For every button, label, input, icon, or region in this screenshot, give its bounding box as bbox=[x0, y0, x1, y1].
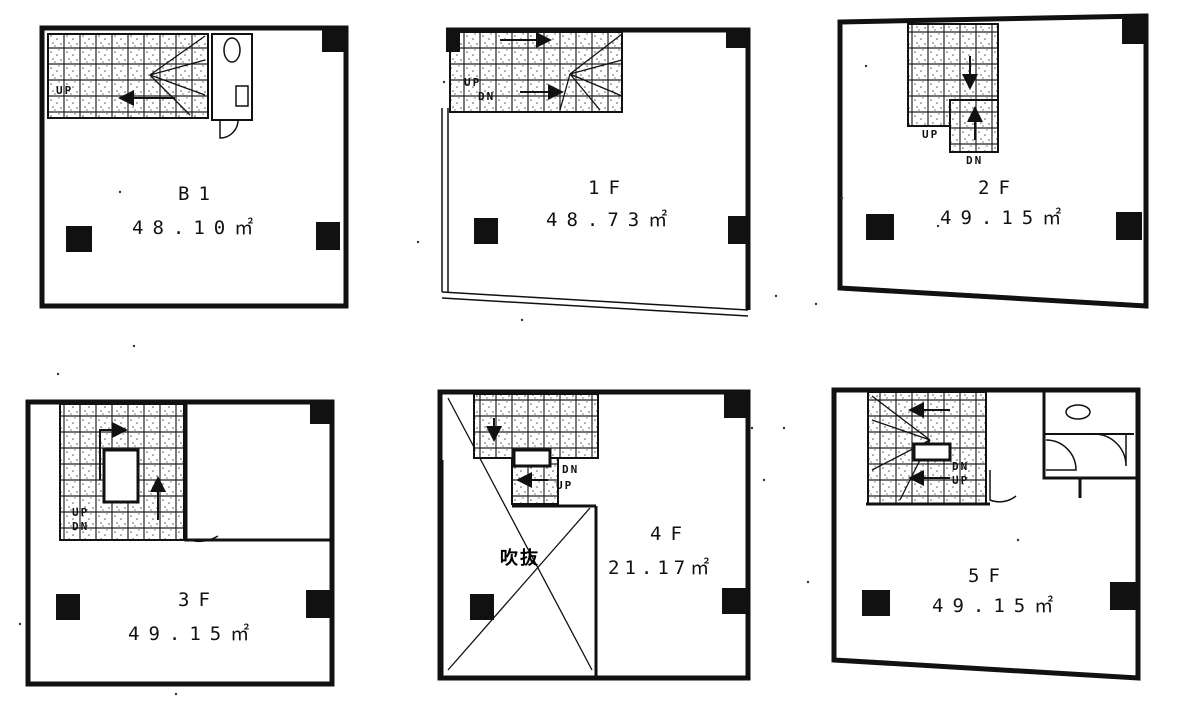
3f-interior-wall bbox=[184, 404, 330, 542]
2f-corner-block bbox=[1122, 18, 1144, 44]
b1-corner-block bbox=[322, 30, 344, 52]
b1-door-swing bbox=[219, 119, 239, 139]
4f-up-label: UP bbox=[556, 479, 573, 492]
1f-floor-name: 1F bbox=[588, 177, 629, 199]
floor-2f-plan: UP DN 2F 49.15㎡ bbox=[837, 13, 1149, 309]
b1-area: 48.10㎡ bbox=[132, 216, 262, 239]
4f-column-right bbox=[722, 588, 746, 614]
2f-floor-name: 2F bbox=[978, 177, 1019, 199]
b1-up-label: UP bbox=[56, 84, 73, 97]
1f-glazed-wall-left bbox=[441, 108, 449, 292]
4f-staircase bbox=[473, 393, 599, 459]
1f-glazed-wall-bottom bbox=[441, 291, 749, 317]
b1-toilet-icon bbox=[223, 37, 241, 63]
floor-5f-plan: DN UP 5F 49.15㎡ bbox=[831, 387, 1141, 681]
3f-stair-core bbox=[102, 448, 140, 504]
floor-1f-plan: UP DN 1F 48.73㎡ bbox=[441, 27, 751, 317]
5f-area: 49.15㎡ bbox=[932, 594, 1062, 617]
3f-corner-block bbox=[310, 404, 330, 424]
2f-column-left bbox=[866, 214, 894, 240]
5f-column-left bbox=[862, 590, 890, 616]
floor-3f-plan: UP DN 3F 49.15㎡ bbox=[25, 399, 335, 687]
1f-up-label: UP bbox=[464, 76, 481, 89]
4f-column-left bbox=[470, 594, 494, 620]
b1-column-right bbox=[316, 222, 340, 250]
4f-void-cross bbox=[447, 397, 593, 671]
4f-area: 21.17㎡ bbox=[608, 556, 714, 579]
2f-column-right bbox=[1116, 212, 1142, 240]
b1-stair-winder bbox=[149, 35, 206, 116]
5f-toilet-icon bbox=[1065, 404, 1091, 420]
3f-dn-label: DN bbox=[72, 520, 89, 533]
b1-floor-name: B1 bbox=[178, 183, 219, 205]
5f-door-swing-upper bbox=[1093, 433, 1127, 467]
3f-area: 49.15㎡ bbox=[128, 622, 258, 645]
scan-noise bbox=[18, 64, 1020, 696]
1f-column-left bbox=[474, 218, 498, 244]
4f-dn-label: DN bbox=[562, 463, 579, 476]
b1-sink-icon bbox=[235, 85, 249, 107]
3f-column-left bbox=[56, 594, 80, 620]
1f-corner-block-tl bbox=[446, 30, 460, 52]
floor-4f-plan: DN UP 吹抜 4F 21.17㎡ bbox=[437, 389, 751, 681]
1f-dn-label: DN bbox=[478, 90, 495, 103]
3f-floor-name: 3F bbox=[178, 589, 219, 611]
1f-stair-winder bbox=[559, 33, 623, 111]
floor-b1-plan: UP B1 48.10㎡ bbox=[39, 25, 349, 309]
3f-door-swing bbox=[183, 502, 219, 543]
3f-stair-arrow-up bbox=[99, 422, 128, 480]
4f-floor-name: 4F bbox=[650, 523, 691, 545]
3f-up-label: UP bbox=[72, 506, 89, 519]
2f-outer-wall bbox=[837, 13, 1149, 309]
4f-void-label: 吹抜 bbox=[500, 547, 540, 569]
5f-door-swing-lower bbox=[1045, 439, 1077, 471]
4f-void-boundary bbox=[440, 460, 598, 676]
5f-floor-name: 5F bbox=[968, 565, 1009, 587]
5f-column-right bbox=[1110, 582, 1136, 610]
4f-stair-core bbox=[512, 448, 552, 468]
5f-interior-wall bbox=[866, 392, 1136, 506]
1f-staircase bbox=[449, 31, 623, 113]
1f-column-right bbox=[728, 216, 748, 244]
5f-door-swing-stair bbox=[989, 470, 1017, 503]
5f-up-label: UP bbox=[952, 474, 969, 487]
5f-dn-label: DN bbox=[952, 460, 969, 473]
5f-stair-winder bbox=[871, 395, 931, 501]
1f-area: 48.73㎡ bbox=[546, 208, 676, 231]
2f-area: 49.15㎡ bbox=[940, 206, 1070, 229]
4f-outer-wall bbox=[437, 389, 751, 681]
5f-outer-wall bbox=[831, 387, 1141, 681]
b1-column-left bbox=[66, 226, 92, 252]
5f-stair-core bbox=[912, 442, 952, 462]
b1-staircase bbox=[47, 33, 209, 119]
b1-toilet-room bbox=[211, 33, 253, 121]
3f-outer-wall bbox=[25, 399, 335, 687]
1f-corner-block bbox=[726, 30, 746, 48]
b1-outer-wall bbox=[39, 25, 349, 309]
2f-up-label: UP bbox=[922, 128, 939, 141]
3f-column-right bbox=[306, 590, 330, 618]
4f-corner-block bbox=[724, 394, 746, 418]
2f-dn-label: DN bbox=[966, 154, 983, 167]
